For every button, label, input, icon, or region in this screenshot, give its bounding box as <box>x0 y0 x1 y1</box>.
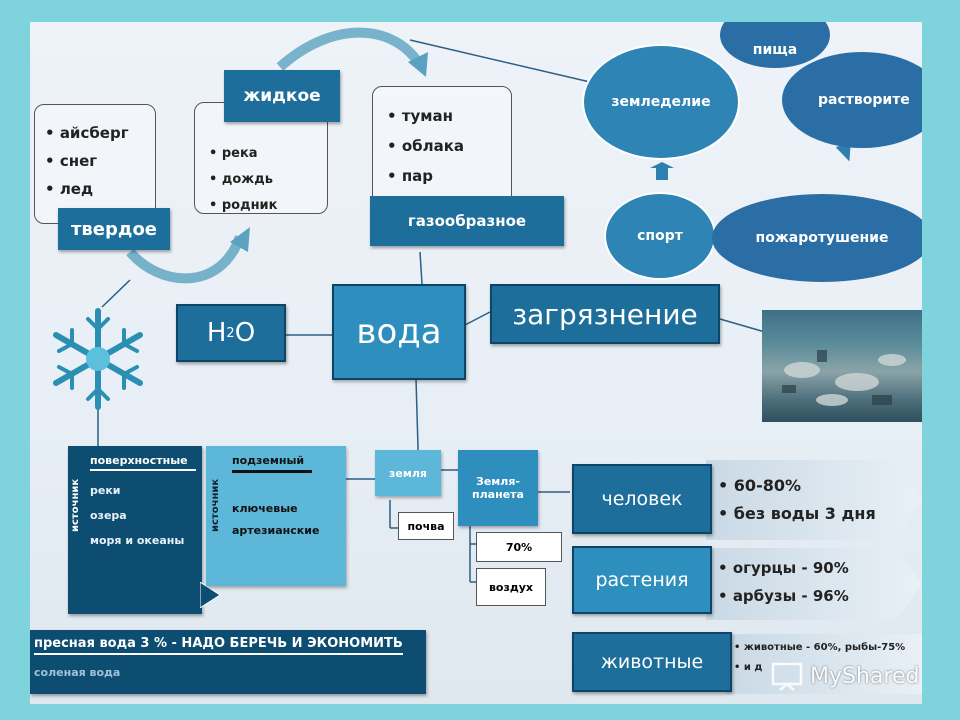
liquid-item: дождь <box>209 167 278 193</box>
underground-source-item: артезианские <box>232 524 320 537</box>
use-solvent-ellipse: растворите <box>782 52 922 148</box>
use-firefighting-ellipse: пожаротушение <box>712 194 922 282</box>
liquid-state-label: жидкое <box>224 70 340 122</box>
human-fact: 60-80% <box>718 472 876 500</box>
human-arrow: 60-80% без воды 3 дня <box>706 460 922 540</box>
animals-box: животные <box>572 632 732 692</box>
human-box: человек <box>572 464 712 534</box>
source-side-label: источник <box>70 478 81 532</box>
liquid-item: родник <box>209 193 278 219</box>
gas-item: пар <box>387 161 464 191</box>
soil-box: почва <box>398 512 454 540</box>
gas-state-label: газообразное <box>370 196 564 246</box>
animals-fact: животные - 60%, рыбы-75% <box>734 638 905 658</box>
freshwater-banner: пресная вода 3 % - НАДО БЕРЕЧЬ И ЭКОНОМИ… <box>30 630 426 694</box>
surface-sources-panel: источник поверхностные реки озера моря и… <box>68 446 202 614</box>
solid-examples-box: айсберг снег лед <box>34 104 156 224</box>
diagram-board: айсберг снег лед твердое река дождь родн… <box>30 22 922 704</box>
liquid-item: река <box>209 141 278 167</box>
panel-arrow-icon <box>200 582 221 608</box>
solid-item: айсберг <box>45 119 129 147</box>
solid-item: лед <box>45 175 129 203</box>
watermark: MyShared <box>770 658 920 694</box>
solid-state-label: твердое <box>58 208 170 250</box>
saltwater-line: соленая вода <box>34 666 121 679</box>
plants-fact: арбузы - 96% <box>718 582 849 610</box>
use-agriculture-ellipse: земледелие <box>582 44 740 160</box>
underground-sources-panel: источник подземный ключевые артезианские <box>206 446 346 586</box>
animals-facts: животные - 60%, рыбы-75% и д <box>726 634 922 694</box>
source-side-label: источник <box>210 478 221 532</box>
use-sport-ellipse: спорт <box>604 192 716 280</box>
plants-fact: огурцы - 90% <box>718 554 849 582</box>
gas-item: туман <box>387 101 464 131</box>
solid-item: снег <box>45 147 129 175</box>
underground-sources-title: подземный <box>232 454 312 473</box>
human-fact: без воды 3 дня <box>718 500 876 528</box>
earth-planet-box: Земля- планета <box>458 450 538 526</box>
air-box: воздух <box>476 568 546 606</box>
presentation-board-icon <box>771 662 803 691</box>
surface-source-item: озера <box>90 509 127 522</box>
watermark-text: MyShared <box>810 663 920 689</box>
pollution-photo <box>762 310 922 422</box>
water-center-box: вода <box>332 284 466 380</box>
formula-subscript: 2 <box>226 325 235 341</box>
surface-sources-title: поверхностные <box>90 454 196 471</box>
plants-arrow: огурцы - 90% арбузы - 96% <box>706 548 922 620</box>
formula-h: H <box>206 318 227 348</box>
gas-examples-box: туман облака пар <box>372 86 512 216</box>
gas-item: облака <box>387 131 464 161</box>
surface-source-item: моря и океаны <box>90 534 185 547</box>
ocean-percent-box: 70% <box>476 532 562 562</box>
plants-box: растения <box>572 546 712 614</box>
underground-source-item: ключевые <box>232 502 298 515</box>
surface-source-item: реки <box>90 484 121 497</box>
animals-fact: и д <box>734 658 905 678</box>
use-food-label: пища <box>752 42 798 58</box>
snowflake-icon <box>46 307 150 411</box>
formula-o: O <box>234 318 256 348</box>
freshwater-line: пресная вода 3 % - НАДО БЕРЕЧЬ И ЭКОНОМИ… <box>34 636 403 655</box>
land-box: земля <box>375 450 441 496</box>
pollution-box: загрязнение <box>490 284 720 344</box>
